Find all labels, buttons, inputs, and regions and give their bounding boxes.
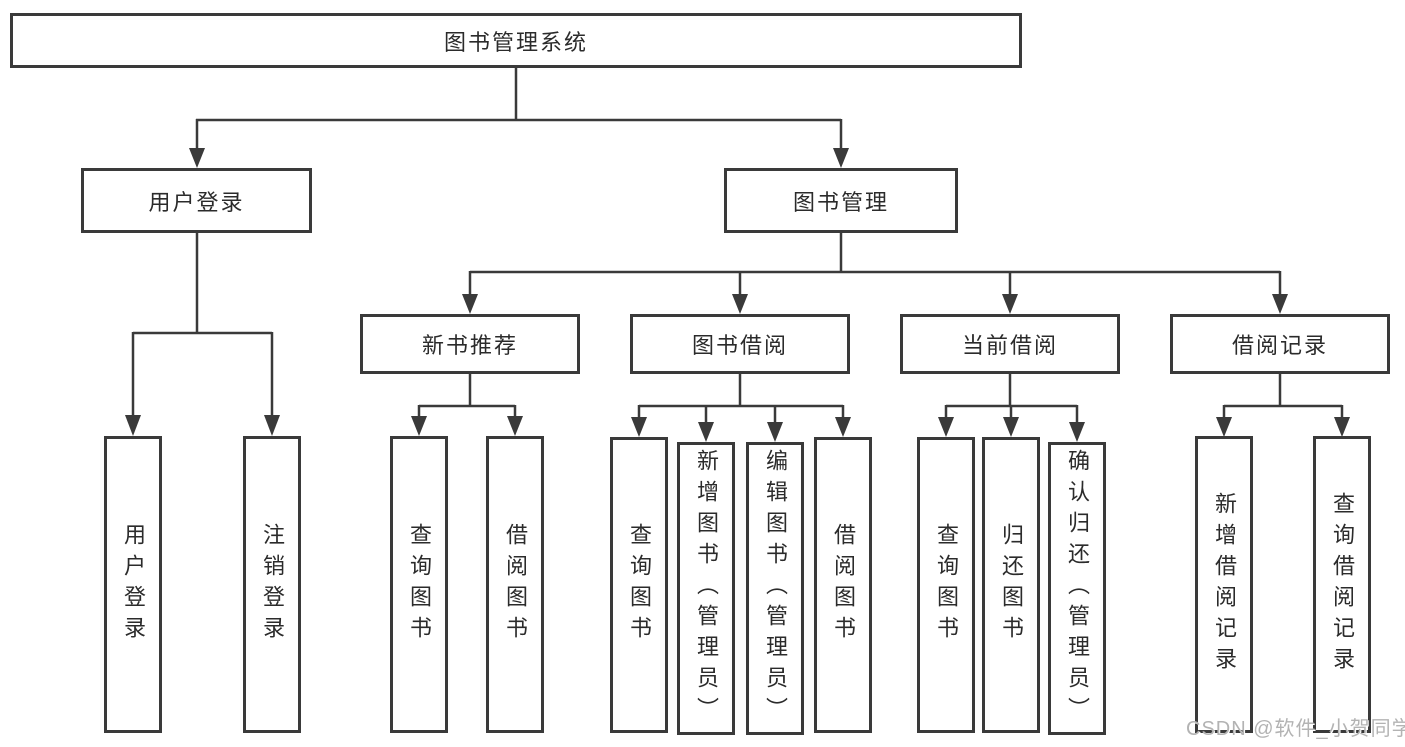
node-label: 查询图书	[407, 522, 432, 647]
arrowhead-down-icon	[698, 422, 714, 442]
arrowhead-down-icon	[835, 417, 851, 437]
arrowhead-down-icon	[767, 422, 783, 442]
watermark: CSDN @软件_小贺同学	[1186, 718, 1405, 740]
arrowhead-down-icon	[833, 148, 849, 168]
node-label: 确认归还（管理员）	[1065, 449, 1090, 728]
arrowhead-down-icon	[264, 415, 280, 436]
arrowhead-down-icon	[1069, 422, 1085, 442]
arrowhead-down-icon	[189, 148, 205, 168]
node-new-book-recommend: 新书推荐	[360, 314, 580, 374]
leaf-query-books-current: 查询图书	[917, 437, 975, 733]
node-label: 用户登录	[121, 522, 146, 647]
node-label: 查询图书	[627, 523, 652, 647]
node-library-management-system: 图书管理系统	[10, 13, 1022, 68]
node-label: 新书推荐	[421, 333, 518, 358]
arrowhead-down-icon	[1002, 294, 1018, 314]
leaf-borrow-books-borrow: 借阅图书	[814, 437, 872, 733]
arrowhead-down-icon	[411, 416, 427, 436]
arrowhead-down-icon	[1003, 417, 1019, 437]
leaf-add-book-admin: 新增图书（管理员）	[677, 442, 735, 735]
leaf-edit-book-admin: 编辑图书（管理员）	[746, 442, 804, 735]
node-borrow-records: 借阅记录	[1170, 314, 1390, 374]
arrowhead-down-icon	[125, 415, 141, 436]
node-label: 新增借阅记录	[1212, 491, 1237, 678]
node-label: 图书借阅	[691, 333, 788, 358]
node-book-borrow: 图书借阅	[630, 314, 850, 374]
node-label: 借阅记录	[1231, 333, 1328, 358]
leaf-logout: 注销登录	[243, 436, 301, 733]
leaf-borrow-books-recommend: 借阅图书	[486, 436, 544, 733]
node-label: 图书管理	[792, 189, 889, 215]
node-label: 当前借阅	[961, 333, 1058, 358]
node-user-login: 用户登录	[81, 168, 312, 233]
arrowhead-down-icon	[732, 294, 748, 314]
node-label: 图书管理系统	[443, 29, 588, 55]
node-book-management: 图书管理	[724, 168, 958, 233]
arrowhead-down-icon	[1216, 417, 1232, 437]
leaf-query-books-recommend: 查询图书	[390, 436, 448, 733]
node-current-borrow: 当前借阅	[900, 314, 1120, 374]
arrowhead-down-icon	[631, 417, 647, 437]
leaf-confirm-return-admin: 确认归还（管理员）	[1048, 442, 1106, 735]
node-label: 借阅图书	[503, 522, 528, 647]
node-label: 查询借阅记录	[1330, 491, 1355, 678]
arrowhead-down-icon	[507, 416, 523, 436]
arrowhead-down-icon	[938, 417, 954, 437]
leaf-query-books-borrow: 查询图书	[610, 437, 668, 733]
leaf-add-borrow-record: 新增借阅记录	[1195, 436, 1253, 733]
node-label: 查询图书	[934, 523, 959, 647]
leaf-user-login: 用户登录	[104, 436, 162, 733]
node-label: 新增图书（管理员）	[694, 449, 719, 728]
node-label: 注销登录	[260, 522, 285, 647]
arrowhead-down-icon	[1272, 294, 1288, 314]
arrowhead-down-icon	[462, 294, 478, 314]
arrowhead-down-icon	[1334, 417, 1350, 437]
leaf-return-book: 归还图书	[982, 437, 1040, 733]
node-label: 借阅图书	[831, 523, 856, 647]
node-label: 归还图书	[999, 523, 1024, 647]
leaf-query-borrow-record: 查询借阅记录	[1313, 436, 1371, 733]
node-label: 用户登录	[148, 189, 245, 215]
node-label: 编辑图书（管理员）	[763, 449, 788, 728]
